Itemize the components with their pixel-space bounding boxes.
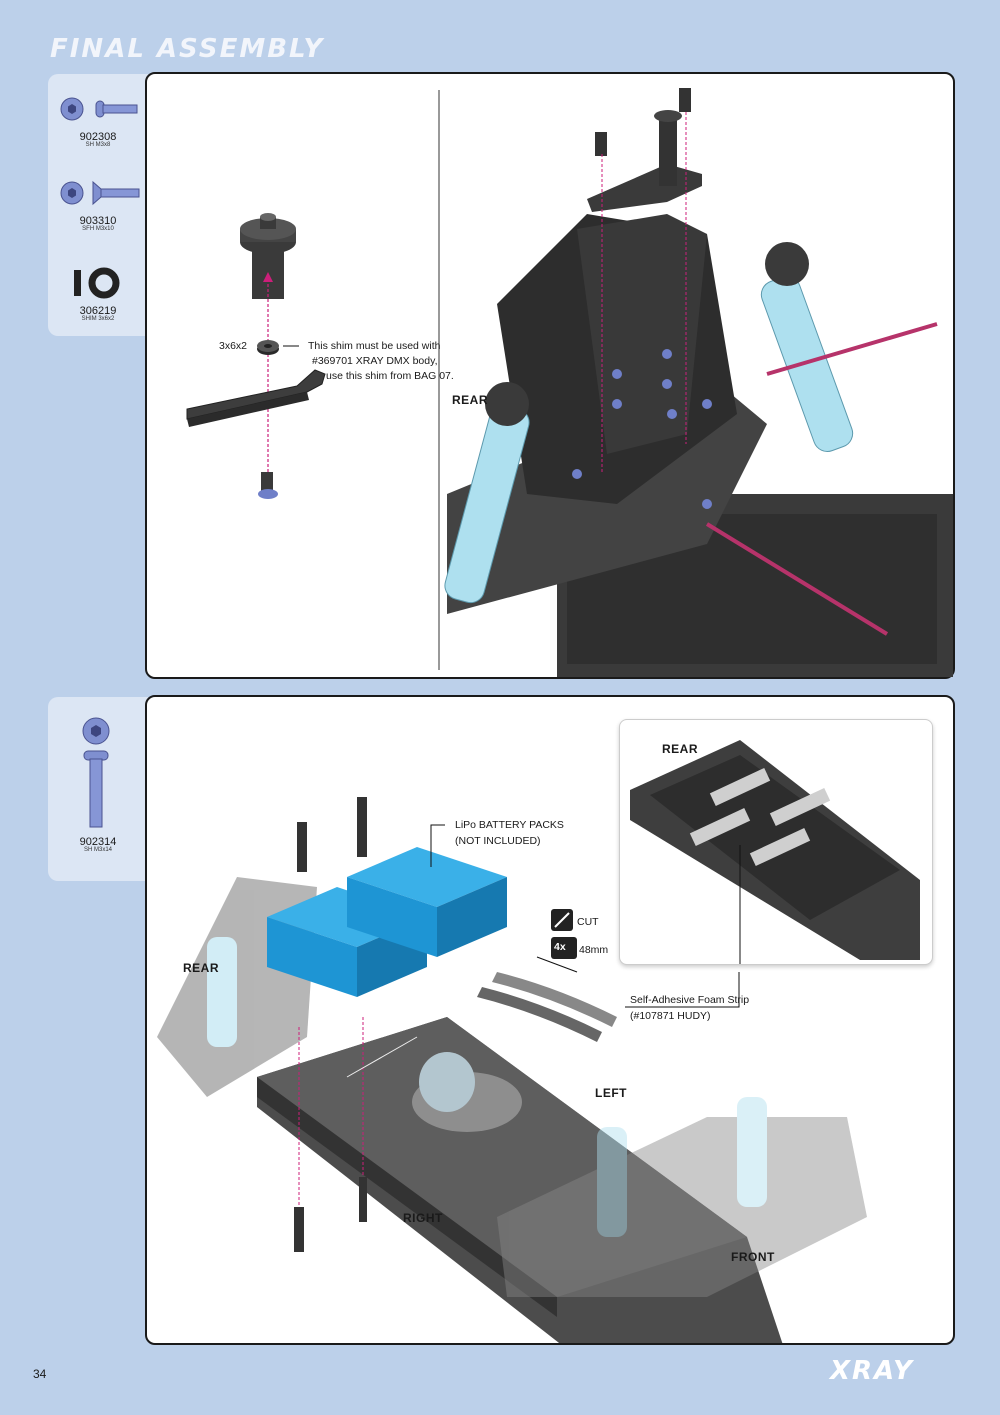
foam-label-line1: Self-Adhesive Foam Strip [630,994,750,1006]
step1-panel: 3x6x2 This shim must be used with #36970… [145,72,955,679]
part-desc: SFH M3x10 [82,226,114,232]
page-title: FINAL ASSEMBLY [50,34,325,64]
part-903310: 903310 SFH M3x10 [48,176,148,232]
lipo-battery-packs [267,797,507,997]
cut-label: CUT [577,916,599,928]
carbon-shock-mount [186,369,326,427]
xray-logo: XRAY [829,1356,915,1386]
part-desc: SH M3x8 [85,142,111,148]
part-desc: SH M3x14 [83,847,112,853]
quantity-label: 4x [554,941,566,953]
direction-front-label: FRONT [731,1250,775,1264]
quantity-badge [551,937,577,959]
length-label: 48mm [579,944,609,956]
battery-label-line1: LiPo BATTERY PACKS [455,819,564,831]
page-number: 34 [33,1367,47,1381]
shim-part [257,340,279,355]
part-desc: SHIM 3x6x2 [81,316,115,322]
shim-note-line1: This shim must be used with [308,340,441,352]
chassis-plate [257,1017,783,1343]
part-902308: 902308 SH M3x8 [48,92,148,148]
inset-chassis-illustration [630,740,920,964]
part-code: 902314 [79,836,117,848]
foam-strip-inset: REAR [619,719,933,965]
battery-label-line2: (NOT INCLUDED) [455,835,541,847]
part-306219: 306219 SHIM 3x6x2 [48,266,148,322]
button-head-screw-icon [60,97,138,121]
foam-label-line2: (#107871 HUDY) [630,1010,711,1022]
direction-rear-label: REAR [452,393,489,407]
step1-illustration [186,88,953,677]
direction-left-label: LEFT [595,1086,627,1100]
front-suspension-faded [497,1097,867,1297]
direction-rear-label: REAR [183,961,220,975]
direction-right-label: RIGHT [403,1211,443,1225]
step2-panel: REAR LiPo BATTERY PACKS (NOT INCLUDED) C… [145,695,955,1345]
flat-head-screw-icon [60,180,140,206]
inset-rear-label: REAR [662,742,699,756]
part-code: 902308 [79,131,117,143]
foam-strips [477,972,617,1042]
parts-sidebar-step2: 902314 SH M3x14 [48,697,148,881]
shim-note-line3: use this shim from BAG 07. [326,370,454,382]
long-screw-icon [82,717,110,828]
shock-mount-post [240,213,296,299]
part-code: 903310 [79,215,117,227]
part-code: 306219 [79,305,117,317]
part-902314: 902314 SH M3x14 [48,715,148,853]
flat-screw-part [258,472,278,499]
shim-icon [74,267,120,299]
shim-note-line2: #369701 XRAY DMX body, [312,355,438,367]
cut-icon [551,909,573,931]
chassis-rear-assembly [444,88,953,677]
parts-sidebar-step1: 902308 SH M3x8 903310 SFH M3x10 306219 S… [48,74,148,336]
shim-size-label: 3x6x2 [219,340,248,352]
step2-illustration [157,797,867,1343]
